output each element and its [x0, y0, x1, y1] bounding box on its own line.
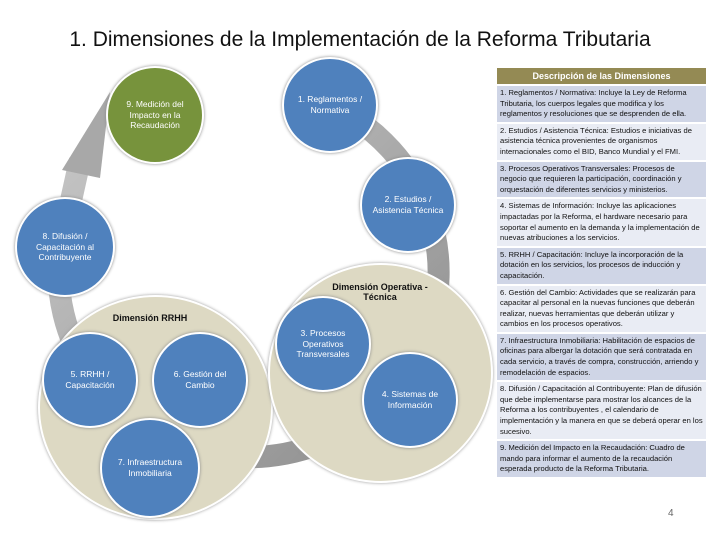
table-row: 2. Estudios / Asistencia Técnica: Estudi…: [497, 123, 706, 160]
circle-gestion: 6. Gestión del Cambio: [152, 332, 248, 428]
group-rrhh-label: Dimensión RRHH: [112, 313, 188, 323]
group-operativa-label: Dimensión Operativa - Técnica: [332, 282, 428, 302]
arrow-head-icon: [62, 92, 110, 178]
circle-reglamentos: 1. Reglamentos / Normativa: [282, 57, 378, 153]
page-number: 4: [668, 508, 674, 519]
description-table: Descripción de las Dimensiones 1. Reglam…: [497, 68, 706, 479]
circle-sistemas: 4. Sistemas de Información: [362, 352, 458, 448]
table-row: 9. Medición del Impacto en la Recaudació…: [497, 441, 706, 477]
circle-rrhh: 5. RRHH / Capacitación: [42, 332, 138, 428]
slide-title: 1. Dimensiones de la Implementación de l…: [69, 28, 651, 51]
table-row: 4. Sistemas de Información: Incluye las …: [497, 199, 706, 246]
table-row: 1. Reglamentos / Normativa: Incluye la L…: [497, 86, 706, 122]
table-row: 5. RRHH / Capacitación: Incluye la incor…: [497, 247, 706, 284]
table-row: 7. Infraestructura Inmobiliaria: Habilit…: [497, 333, 706, 381]
circle-medicion: 9. Medición del Impacto en la Recaudació…: [106, 66, 204, 164]
circle-difusion: 8. Difusión / Capacitación al Contribuye…: [15, 197, 115, 297]
circle-procesos: 3. Procesos Operativos Transversales: [275, 296, 371, 392]
circle-estudios: 2. Estudios / Asistencia Técnica: [360, 157, 456, 253]
table-row: 3. Procesos Operativos Transversales: Pr…: [497, 161, 706, 198]
circle-infraestructura: 7. Infraestructura Inmobiliaria: [100, 418, 200, 518]
table-row: 8. Difusión / Capacitación al Contribuye…: [497, 382, 706, 440]
table-header: Descripción de las Dimensiones: [497, 68, 706, 84]
table-row: 6. Gestión del Cambio: Actividades que s…: [497, 285, 706, 332]
